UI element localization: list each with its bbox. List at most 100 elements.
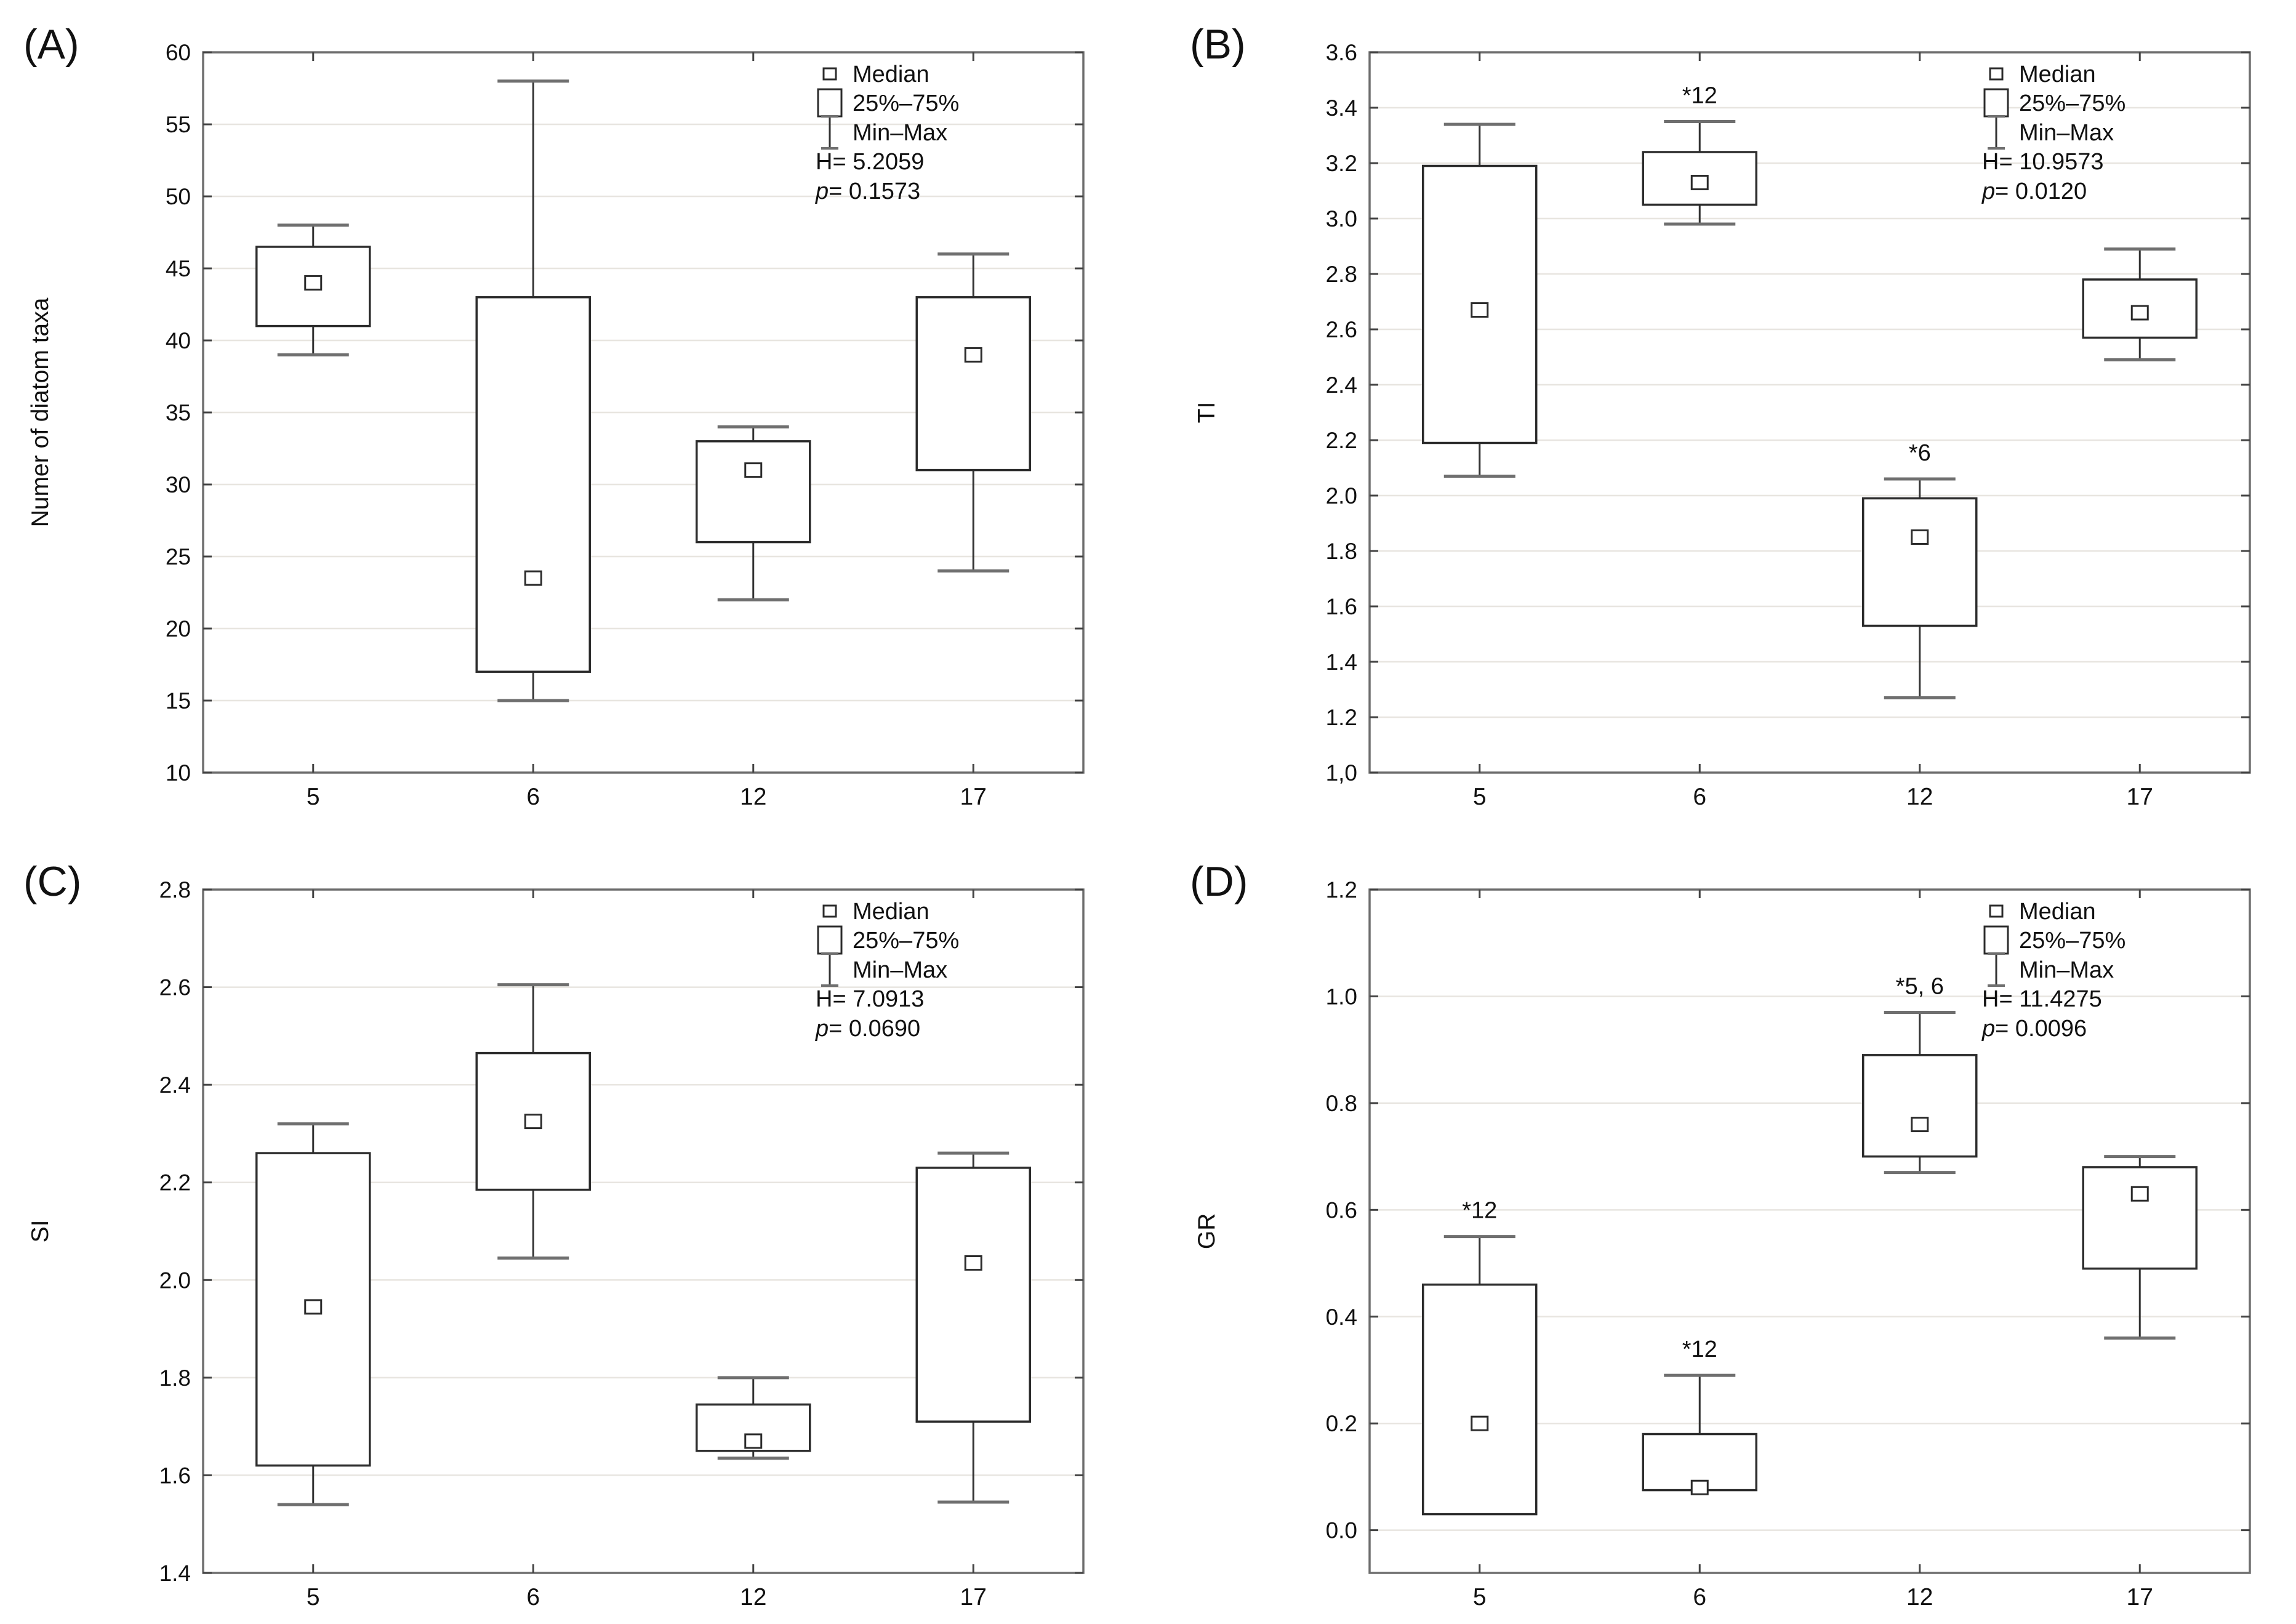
legend-minmax-label: Min–Max [2019,120,2114,146]
y-tick-label: 40 [166,328,191,353]
median-marker [964,347,982,363]
panel-letter: (A) [23,21,79,68]
y-tick-label: 1.2 [1326,877,1357,902]
y-tick-label: 3.0 [1326,206,1357,231]
panel-letter: (D) [1190,858,1248,905]
median-marker [744,1433,763,1449]
stat-h-value: H= 11.4275 [1982,986,2102,1012]
significance-annotation: *5, 6 [1896,973,1944,999]
y-tick-label: 10 [166,760,191,786]
stat-h-value: H= 5.2059 [816,149,924,175]
y-tick-label: 3.6 [1326,40,1357,65]
y-tick-label: 1.2 [1326,705,1357,730]
y-tick-label: 50 [166,184,191,209]
x-tick-label: 12 [1906,1584,1933,1610]
legend-iqr-icon [817,88,843,118]
y-tick-label: 0.2 [1326,1411,1357,1436]
x-tick-label: 12 [1906,784,1933,810]
stat-p-value: p= 0.0096 [1981,1016,2087,1042]
box-group-17 [2082,1155,2198,1340]
y-tick-label: 45 [166,256,191,281]
box-group-17 [915,252,1031,573]
legend: Median 25%–75% Min–Max H= 10.9573 p= 0.0120 [1981,62,2125,204]
median-marker [524,570,542,586]
stat-p-value: p= 0.0120 [1981,179,2087,204]
significance-annotation: *12 [1682,1337,1717,1362]
legend-median-icon [822,904,837,918]
median-marker [1911,529,1929,545]
x-tick-label: 6 [1693,1584,1706,1610]
y-axis-title: GR [1194,1213,1220,1250]
median-marker [524,1114,542,1130]
y-axis-title: Numer of diatom taxa [27,297,54,527]
legend-iqr-icon [817,925,843,955]
y-tick-label: 3.4 [1326,95,1357,121]
y-tick-label: 2.0 [1326,483,1357,509]
y-tick-label: 2.0 [159,1268,191,1293]
y-tick-label: 2.2 [159,1170,191,1196]
x-tick-label: 12 [740,784,766,810]
box-group-6: *12 [1642,83,1757,226]
y-tick-label: 1.6 [159,1463,191,1488]
legend-iqr-icon [1983,88,2009,118]
x-tick-label: 5 [1473,784,1487,810]
stat-h-value: H= 10.9573 [1982,149,2104,175]
y-tick-label: 1.6 [1326,594,1357,619]
x-tick-label: 5 [307,1584,320,1610]
median-marker [1911,1117,1929,1133]
y-tick-label: 2.2 [1326,428,1357,453]
legend-median-icon [1989,67,2004,81]
box-group-12 [696,1376,811,1460]
x-tick-label: 5 [307,784,320,810]
significance-annotation: *12 [1462,1198,1497,1224]
panel-B: 3.63.43.23.02.82.62.42.22.01.81.61.41.21… [1190,21,2251,810]
x-tick-label: 6 [526,1584,540,1610]
y-tick-label: 15 [166,688,191,714]
significance-annotation: *12 [1682,83,1717,109]
x-tick-label: 12 [740,1584,766,1610]
y-tick-label: 3.2 [1326,151,1357,176]
y-tick-label: 0.0 [1326,1518,1357,1543]
plot-frame [1368,888,2251,1574]
plot-frame [202,888,1085,1574]
iqr-box [915,296,1031,472]
legend-iqr-label: 25%–75% [2019,90,2125,116]
y-tick-label: 1.0 [1326,984,1357,1009]
box-group-5 [1422,123,1538,478]
median-marker [1690,1479,1709,1495]
y-tick-label: 2.4 [1326,372,1357,398]
y-tick-label: 0.8 [1326,1091,1357,1116]
legend-minmax-label: Min–Max [853,957,947,983]
x-tick-label: 17 [2127,784,2153,810]
x-tick-label: 17 [960,784,987,810]
box-group-5 [255,1122,371,1506]
legend-iqr-label: 25%–75% [853,90,959,116]
y-tick-label: 1.4 [1326,649,1357,675]
y-axis-title: SI [27,1220,54,1243]
box-group-17 [915,1151,1031,1504]
stat-p-value: p= 0.0690 [815,1016,920,1042]
x-tick-label: 17 [960,1584,987,1610]
box-group-6: *12 [1642,1337,1757,1495]
x-tick-label: 17 [2127,1584,2153,1610]
y-tick-label: 60 [166,40,191,65]
legend-median-label: Median [853,62,929,87]
legend-median-label: Median [2019,899,2096,925]
y-tick-label: 30 [166,472,191,497]
x-tick-label: 6 [1693,784,1706,810]
median-marker [1471,1415,1489,1431]
iqr-box [1862,497,1978,627]
y-tick-label: 55 [166,112,191,137]
y-axis-title: TI [1194,402,1220,424]
y-tick-label: 1.8 [159,1365,191,1391]
plot-frame [1368,51,2251,774]
legend-median-label: Median [2019,62,2096,87]
median-marker [1471,302,1489,318]
box-group-12 [696,425,811,601]
